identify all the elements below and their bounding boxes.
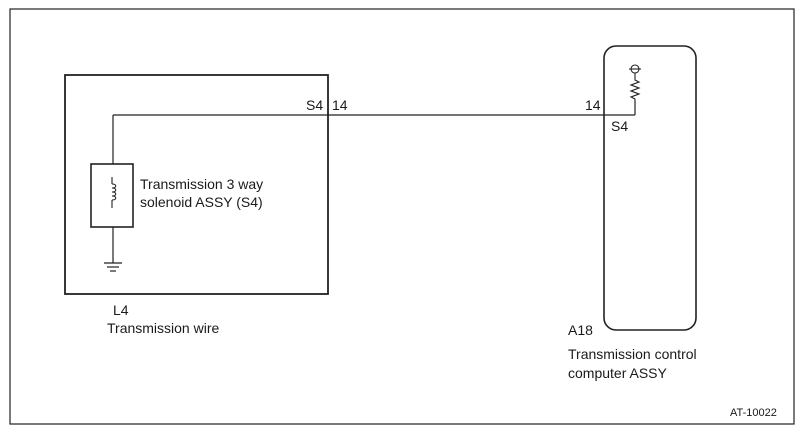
solenoid-symbol	[90, 163, 134, 228]
left-pin-label: S4	[306, 97, 323, 113]
figure-code: AT-10022	[730, 407, 777, 419]
computer-name-line1: Transmission control	[568, 346, 697, 362]
right-pin-number: 14	[585, 97, 601, 113]
left-pin-number: 14	[332, 97, 348, 113]
left-connector-name: Transmission wire	[107, 320, 219, 336]
computer-box	[603, 45, 697, 331]
solenoid-label-line2: solenoid ASSY (S4)	[140, 194, 263, 210]
coil-icon	[111, 177, 117, 208]
power-source-icon	[629, 64, 641, 77]
solenoid-label-line1: Transmission 3 way	[140, 176, 263, 192]
left-connector-code: L4	[113, 302, 129, 318]
ground-icon	[104, 262, 122, 272]
computer-name-line2: computer ASSY	[568, 365, 667, 381]
transmission-wire-box	[64, 74, 329, 295]
resistor-icon	[629, 77, 641, 101]
right-connector-code: A18	[568, 322, 593, 338]
diagram-frame	[9, 8, 795, 425]
right-pin-label: S4	[611, 118, 628, 134]
